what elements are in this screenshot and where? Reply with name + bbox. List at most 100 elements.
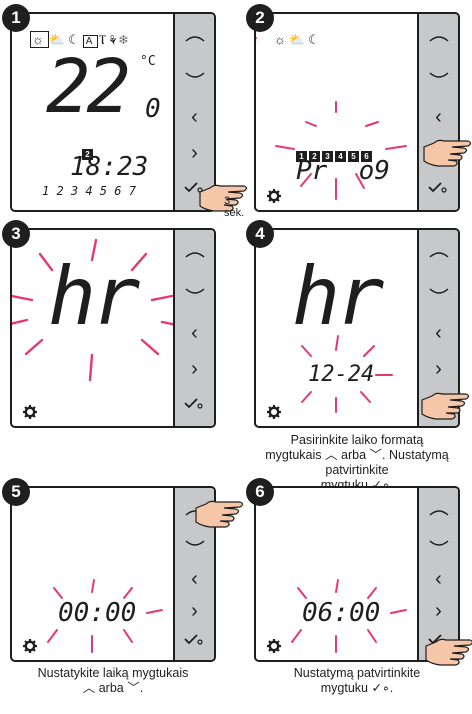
- right-button[interactable]: ›: [191, 141, 198, 164]
- step-6-panel: 6 06:00 ‹ › Nustatymą patvirtinkite my: [246, 478, 472, 695]
- step-number: 5: [2, 478, 30, 506]
- step-number: 1: [2, 4, 30, 32]
- step-4-caption: Pasirinkite laiko formatą mygtukais ︿ ar…: [265, 433, 449, 492]
- right-button[interactable]: ›: [435, 599, 442, 622]
- check-circle-icon: ✓∘: [371, 681, 390, 695]
- moon-icon: ☾: [68, 32, 83, 47]
- snowflake-icon: ❄: [119, 32, 131, 47]
- flash-rays: [12, 238, 184, 382]
- hand-icon: [425, 638, 472, 666]
- day-numbers: 1 2 3 4 5 6 7: [42, 184, 136, 198]
- left-button[interactable]: ‹: [191, 321, 198, 344]
- up-button[interactable]: [419, 234, 458, 272]
- up-button[interactable]: [175, 18, 214, 56]
- program-text: Pr o9: [296, 156, 390, 186]
- temperature-integer: 22: [46, 44, 131, 130]
- thermostat-frame: hr 12-24 ‹ ›: [254, 228, 460, 428]
- sun-icon: ☼: [30, 31, 49, 48]
- gear-icon: [265, 403, 283, 421]
- flash-rays: [256, 14, 407, 200]
- moon-icon: ☾: [308, 32, 323, 47]
- button-column: ‹ ›: [173, 14, 214, 210]
- button-column: ‹ ›: [173, 230, 214, 426]
- gear-icon: [21, 403, 39, 421]
- gear-icon: [265, 637, 283, 655]
- clock-time: 06:00: [302, 598, 381, 628]
- thermostat-frame: hr ‹ ›: [10, 228, 216, 428]
- flash-rays: [301, 335, 393, 413]
- left-button[interactable]: ‹: [435, 105, 442, 128]
- left-button[interactable]: ‹: [191, 567, 198, 590]
- program-badge: 2: [82, 142, 95, 161]
- button-column: ‹ ›: [417, 14, 458, 210]
- hand-icon: [423, 139, 472, 167]
- step-4-panel: 4 hr 12-24 ‹ › Pasirinkite laiko for: [246, 220, 470, 492]
- confirm-button[interactable]: [175, 386, 214, 424]
- auto-icon: A: [82, 35, 99, 48]
- sun-icon: ☼: [274, 32, 289, 47]
- step-5-panel: 5 00:00 ‹ › Nustatykite laiką mygtukais: [2, 478, 244, 695]
- left-button[interactable]: ‹: [435, 567, 442, 590]
- down-button[interactable]: [419, 526, 458, 564]
- gear-icon: [265, 187, 283, 205]
- up-arrow-icon: ︿: [325, 448, 338, 462]
- up-button[interactable]: [419, 18, 458, 56]
- step-number: 2: [246, 4, 274, 32]
- lcd-screen: 00:00: [12, 488, 173, 660]
- glass-icon: Ⲧ: [98, 32, 110, 47]
- step-6-caption: Nustatymą patvirtinkite mygtuku ✓∘.: [293, 666, 421, 695]
- temperature-unit: °C: [140, 54, 156, 69]
- down-button[interactable]: [175, 526, 214, 564]
- cloud-sun-icon: ⛅: [288, 32, 309, 47]
- down-button[interactable]: [419, 274, 458, 312]
- step-number: 3: [2, 220, 30, 248]
- party-icon: ⚘: [109, 32, 120, 47]
- down-arrow-icon: ﹀: [369, 448, 383, 462]
- hand-icon: [195, 500, 244, 528]
- down-button[interactable]: [419, 58, 458, 96]
- temperature-decimal: 0: [145, 94, 161, 124]
- button-column: ‹ ›: [417, 488, 458, 660]
- step-3-panel: 3 hr ‹ ›: [0, 220, 216, 428]
- thermostat-frame: 06:00 ‹ ›: [254, 486, 460, 662]
- hold-duration-label: 3 sek.: [224, 195, 245, 219]
- right-button[interactable]: ›: [435, 357, 442, 380]
- up-arrow-icon: ︿: [82, 681, 96, 695]
- down-arrow-icon: ﹀: [127, 681, 140, 695]
- down-button[interactable]: [175, 274, 214, 312]
- left-button[interactable]: ‹: [435, 321, 442, 344]
- down-button[interactable]: [175, 58, 214, 96]
- confirm-button[interactable]: [175, 622, 214, 660]
- clock-time: 00:00: [58, 598, 137, 628]
- right-button[interactable]: ›: [191, 599, 198, 622]
- lcd-screen: 06:00: [256, 488, 417, 660]
- step-number: 6: [246, 478, 274, 506]
- time-format-text: 12-24: [308, 362, 375, 387]
- clock-time: 18:23: [70, 152, 149, 182]
- mode-icons: ☼⛅☾: [274, 32, 323, 48]
- flash-rays: [291, 579, 407, 653]
- thermostat-frame: 00:00 ‹ ›: [10, 486, 216, 662]
- up-button[interactable]: [175, 234, 214, 272]
- hr-text: hr: [48, 250, 140, 343]
- gear-icon: [21, 637, 39, 655]
- cloud-sun-icon: ⛅: [48, 32, 69, 47]
- hand-icon: [421, 392, 470, 420]
- step-number: 4: [246, 220, 274, 248]
- lcd-screen: hr: [12, 230, 184, 426]
- left-button[interactable]: ‹: [191, 105, 198, 128]
- lcd-screen: hr 12-24: [256, 230, 417, 426]
- right-button[interactable]: ›: [191, 357, 198, 380]
- up-button[interactable]: [419, 492, 458, 530]
- confirm-button[interactable]: [419, 170, 458, 208]
- step-5-caption: Nustatykite laiką mygtukais ︿ arba ﹀.: [37, 666, 189, 695]
- hr-text: hr: [292, 250, 384, 343]
